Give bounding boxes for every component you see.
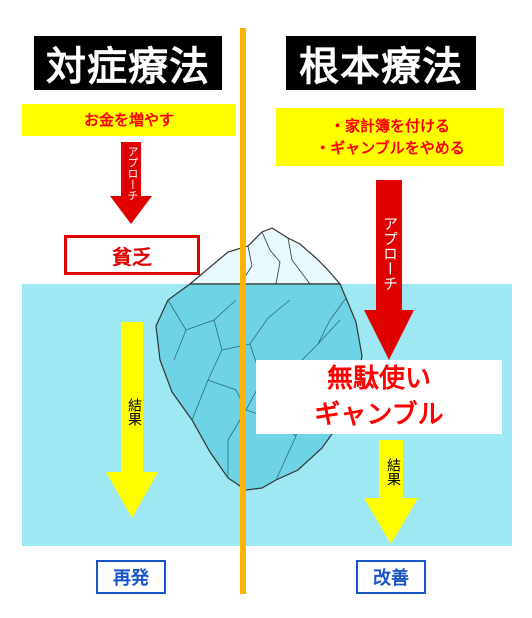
left-outcome-box: 再発 [96, 560, 166, 594]
right-approach-label: アプローチ [381, 216, 399, 291]
left-result-label: 結果 [126, 398, 142, 426]
right-result-arrow [364, 440, 418, 544]
center-divider [240, 28, 246, 594]
right-causes-box: 無駄使い ギャンブル [256, 360, 502, 434]
left-problem-text: 貧乏 [112, 244, 152, 269]
left-problem-box: 貧乏 [64, 235, 200, 275]
left-outcome-text: 再発 [113, 568, 149, 589]
right-cause-2: ギャンブル [314, 400, 444, 430]
right-title: 根本療法 [286, 36, 476, 90]
left-result-arrow [106, 322, 158, 518]
left-action-box: お金を増やす [22, 104, 236, 136]
right-outcome-box: 改善 [356, 560, 426, 594]
left-approach-arrow [110, 142, 152, 224]
left-action-text: お金を増やす [83, 111, 174, 129]
left-approach-label: アプローチ [126, 146, 139, 201]
right-approach-arrow [364, 180, 414, 360]
right-result-label: 結果 [385, 458, 401, 486]
right-action-1: ・家計簿を付ける [329, 117, 450, 135]
right-cause-1: 無駄使い [326, 364, 431, 394]
right-action-2: ・ギャンブルをやめる [315, 139, 465, 157]
left-title: 対症療法 [34, 36, 222, 90]
right-outcome-text: 改善 [373, 568, 409, 589]
right-actions-box: ・家計簿を付ける ・ギャンブルをやめる [276, 108, 504, 166]
